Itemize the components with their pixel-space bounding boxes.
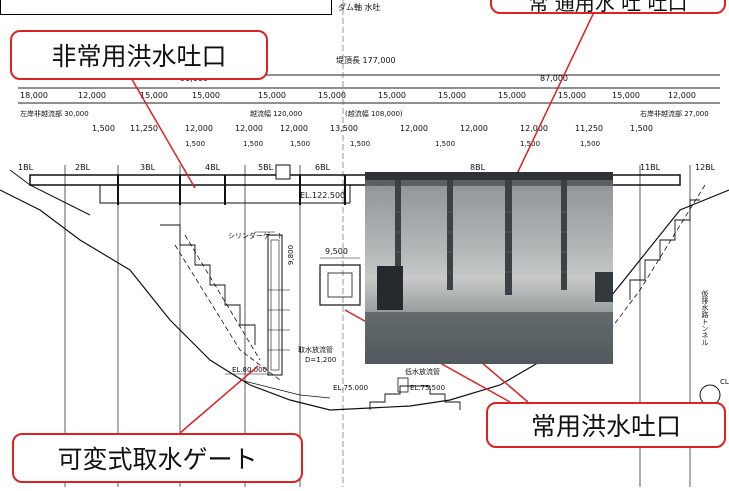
right-section-label: 右岸非越流部 27,000 <box>640 109 709 118</box>
sub-dimension-value: 12,000 <box>235 124 263 133</box>
dimension-value: 15,000 <box>558 91 586 100</box>
dam-axis-label: ダム軸 水吐 <box>338 2 381 12</box>
spillway-photo <box>365 172 613 364</box>
outlet-label: 低水放流管 <box>405 367 440 376</box>
sub-dimension-value: 12,000 <box>400 124 428 133</box>
block-label: 5BL <box>258 163 274 172</box>
bottom-elevation-label-2: EL.75.500 <box>410 384 445 392</box>
block-label: 11BL <box>640 163 661 172</box>
block-label: 2BL <box>75 163 91 172</box>
sub-dimension-value-2: 1,500 <box>580 140 600 148</box>
intake-elevation-label: EL.80.000 <box>232 366 267 374</box>
normal-spillway-callout: 常用洪水吐口 <box>486 402 726 448</box>
sub-dimension-value-2: 1,500 <box>243 140 263 148</box>
sub-dimension-value-2: 1,500 <box>520 140 540 148</box>
block-label: 1BL <box>18 163 34 172</box>
dim-9500-label: 9,500 <box>325 247 348 256</box>
dim-9800-label: 9,800 <box>287 245 295 265</box>
crest-length-label: 堤頂長 177,000 <box>336 55 396 65</box>
dimension-value: 15,000 <box>378 91 406 100</box>
sub-dimension-value-2: 1,500 <box>290 140 310 148</box>
sub-dimension-value-2: 1,500 <box>350 140 370 148</box>
centerline-label: CL <box>720 378 729 386</box>
dimension-value: 12,000 <box>78 91 106 100</box>
dimension-value: 15,000 <box>140 91 168 100</box>
dimension-value: 15,000 <box>612 91 640 100</box>
block-label: 6BL <box>315 163 331 172</box>
top-partial-box <box>0 0 332 15</box>
left-section-label: 左岸非越流部 30,000 <box>20 109 89 118</box>
pipe-label: 取水放流管 <box>298 345 333 354</box>
tunnel-label: 仮排水路トンネル <box>701 289 709 346</box>
sub-dimension-value: 13,500 <box>330 124 358 133</box>
pipe-diameter-label: D=1,200 <box>305 356 336 364</box>
block-labels: 1BL 2BL 3BL 4BL 5BL 6BL 8BL 11BL 12BL <box>18 163 716 172</box>
sub-dimension-value: 12,000 <box>185 124 213 133</box>
sub-dimension-value: 1,500 <box>630 124 653 133</box>
block-label: 3BL <box>140 163 156 172</box>
sub-dimension-row: 1,500 11,250 12,000 12,000 12,000 13,500 12,00… <box>92 124 653 133</box>
crest-elevation-label: EL.122.500 <box>300 191 345 200</box>
dimension-value: 15,000 <box>498 91 526 100</box>
sub-dimension-value: 12,000 <box>520 124 548 133</box>
overflow-section-label: 越流幅 120,000 <box>250 109 302 118</box>
top-partial-callout: 常 通用水 吐 吐口 <box>490 0 726 15</box>
cylinder-gate-label: シリンダーゲート <box>228 231 284 240</box>
sub-dimension-value: 11,250 <box>575 124 603 133</box>
dimension-value: 15,000 <box>258 91 286 100</box>
block-label: 12BL <box>695 163 716 172</box>
span-right-label: 87,000 <box>540 74 568 83</box>
sub-dimension-value-2: 1,500 <box>435 140 455 148</box>
gallery-label: (越流幅 108,000) <box>345 109 403 118</box>
block-label: 8BL <box>470 163 486 172</box>
sub-dimension-value: 12,000 <box>460 124 488 133</box>
bottom-elevation-label: EL.75.000 <box>333 384 368 392</box>
dimension-value: 18,000 <box>20 91 48 100</box>
variable-intake-gate-callout: 可変式取水ゲート <box>12 433 303 483</box>
sub-dimension-value-2: 1,500 <box>185 140 205 148</box>
sub-dimension-value: 11,250 <box>130 124 158 133</box>
dimension-value: 15,000 <box>318 91 346 100</box>
dimension-value: 15,000 <box>192 91 220 100</box>
dimension-value: 12,000 <box>668 91 696 100</box>
emergency-spillway-callout: 非常用洪水吐口 <box>10 30 268 80</box>
sub-dimension-value: 1,500 <box>92 124 115 133</box>
sub-dimension-row-2: 1,500 1,500 1,500 1,500 1,500 1,500 1,500 <box>185 140 600 148</box>
dimension-row: 18,000 12,000 15,000 15,000 15,000 15,000 15,0… <box>20 91 696 100</box>
sub-dimension-value: 12,000 <box>280 124 308 133</box>
dimension-value: 15,000 <box>438 91 466 100</box>
block-label: 4BL <box>205 163 221 172</box>
